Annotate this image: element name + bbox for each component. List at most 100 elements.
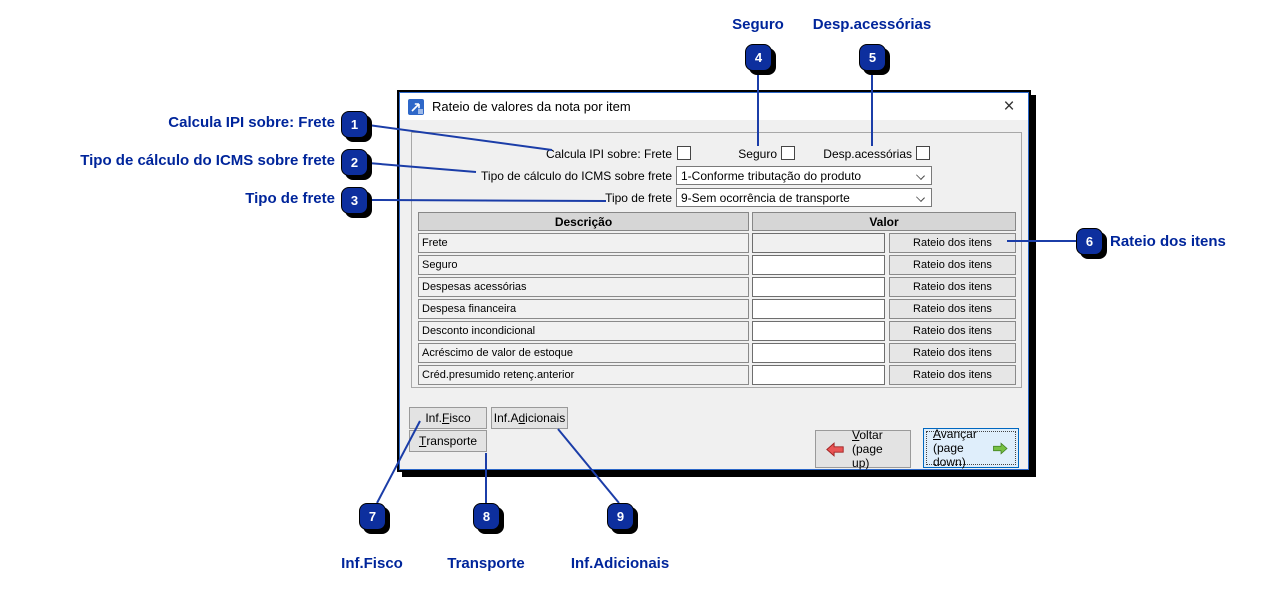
row-value-input[interactable]	[752, 343, 885, 363]
row-label: Despesa financeira	[418, 299, 749, 319]
window-title: Rateio de valores da nota por item	[432, 99, 631, 114]
values-table: Descrição Valor Frete Rateio dos itens S…	[418, 212, 1018, 387]
badge-number: 4	[754, 50, 763, 65]
annotation-badge-4: 4	[745, 44, 772, 71]
button-sublabel: (page up)	[852, 442, 883, 470]
row-value-input[interactable]	[752, 277, 885, 297]
annotation-badge-1: 1	[341, 111, 368, 138]
avancar-label: Avançar (page down)	[933, 427, 985, 469]
rateio-dos-itens-button[interactable]: Rateio dos itens	[889, 277, 1016, 297]
green-right-arrow-icon	[993, 441, 1009, 455]
table-row: Frete Rateio dos itens	[418, 233, 1018, 253]
checkbox-label-seguro: Seguro	[738, 147, 777, 161]
button-label-part: ransporte	[426, 434, 478, 448]
annotation-badge-6: 6	[1076, 228, 1103, 255]
button-label-part: isco	[449, 411, 471, 425]
button-label-part: icionais	[525, 411, 566, 425]
table-row: Despesa financeira Rateio dos itens	[418, 299, 1018, 319]
select-label-tipo-calculo-icms: Tipo de cálculo do ICMS sobre frete	[481, 169, 672, 183]
annotation-badge-5: 5	[859, 44, 886, 71]
table-row: Créd.presumido retenç.anterior Rateio do…	[418, 365, 1018, 385]
annotation-badge-3: 3	[341, 187, 368, 214]
checkbox-seguro[interactable]	[781, 146, 795, 160]
button-label-part: oltar	[859, 428, 883, 442]
avancar-button[interactable]: Avançar (page down)	[923, 427, 1019, 469]
button-label-part: V	[852, 428, 860, 442]
annotation-label-5: Desp.acessórias	[812, 16, 932, 33]
button-label-part: vançar	[940, 427, 977, 441]
row-label: Créd.presumido retenç.anterior	[418, 365, 749, 385]
badge-number: 6	[1085, 234, 1094, 249]
column-header-descricao: Descrição	[418, 212, 749, 231]
row-value-input[interactable]	[752, 299, 885, 319]
button-label-part: Inf.A	[493, 411, 519, 425]
button-label-part: A	[933, 427, 941, 441]
row-label: Despesas acessórias	[418, 277, 749, 297]
column-header-valor: Valor	[752, 212, 1016, 231]
rateio-dos-itens-button[interactable]: Rateio dos itens	[889, 343, 1016, 363]
annotation-label-2: Tipo de cálculo do ICMS sobre frete	[80, 152, 335, 169]
select-tipo-calculo-icms[interactable]: 1-Conforme tributação do produto	[676, 166, 932, 185]
annotation-label-8: Transporte	[447, 555, 525, 572]
button-label-part: F	[442, 411, 450, 425]
button-sublabel: (page down)	[933, 441, 966, 469]
rateio-dos-itens-button[interactable]: Rateio dos itens	[889, 321, 1016, 341]
select-label-tipo-frete: Tipo de frete	[605, 191, 672, 205]
badge-number: 5	[868, 50, 877, 65]
row-value-input[interactable]	[752, 365, 885, 385]
annotation-label-4: Seguro	[732, 16, 784, 33]
badge-number: 8	[482, 509, 491, 524]
row-label: Desconto incondicional	[418, 321, 749, 341]
row-value-input[interactable]	[752, 233, 885, 253]
voltar-button[interactable]: Voltar (page up)	[815, 428, 911, 470]
annotation-label-3: Tipo de frete	[245, 190, 335, 207]
checkbox-desp-acessorias[interactable]	[916, 146, 930, 160]
annotation-label-1: Calcula IPI sobre: Frete	[168, 114, 335, 131]
voltar-label: Voltar (page up)	[852, 428, 901, 470]
button-label-part: d	[518, 411, 526, 425]
select-tipo-frete[interactable]: 9-Sem ocorrência de transporte	[676, 188, 932, 207]
table-row: Acréscimo de valor de estoque Rateio dos…	[418, 343, 1018, 363]
row-label: Seguro	[418, 255, 749, 275]
checkbox-label-calcula-ipi: Calcula IPI sobre: Frete	[545, 147, 672, 161]
checkbox-calcula-ipi-frete[interactable]	[677, 146, 691, 160]
button-label-part: Inf.	[425, 411, 442, 425]
checkbox-label-desp-acessorias: Desp.acessórias	[823, 147, 912, 161]
annotation-label-6: Rateio dos itens	[1110, 233, 1226, 250]
app-icon	[408, 98, 424, 115]
badge-number: 1	[350, 117, 359, 132]
annotation-badge-2: 2	[341, 149, 368, 176]
annotation-label-9: Inf.Adicionais	[570, 555, 670, 572]
badge-number: 9	[616, 509, 625, 524]
chevron-down-icon	[916, 171, 925, 180]
badge-number: 2	[350, 155, 359, 170]
annotation-label-7: Inf.Fisco	[341, 555, 403, 572]
dialog-body: Calcula IPI sobre: Frete Seguro Desp.ace…	[400, 120, 1028, 470]
red-left-arrow-icon	[826, 441, 844, 457]
rateio-dos-itens-button[interactable]: Rateio dos itens	[889, 255, 1016, 275]
table-header-row: Descrição Valor	[418, 212, 1018, 231]
annotation-badge-9: 9	[607, 503, 634, 530]
select-value: 9-Sem ocorrência de transporte	[681, 190, 850, 205]
row-value-input[interactable]	[752, 321, 885, 341]
badge-number: 7	[368, 509, 377, 524]
chevron-down-icon	[916, 193, 925, 202]
close-icon[interactable]: ×	[1003, 95, 1015, 117]
row-value-input[interactable]	[752, 255, 885, 275]
rateio-dos-itens-button[interactable]: Rateio dos itens	[889, 299, 1016, 319]
table-row: Seguro Rateio dos itens	[418, 255, 1018, 275]
row-label: Frete	[418, 233, 749, 253]
rateio-dos-itens-button[interactable]: Rateio dos itens	[889, 233, 1016, 253]
select-value: 1-Conforme tributação do produto	[681, 168, 862, 183]
titlebar: Rateio de valores da nota por item ×	[400, 93, 1028, 120]
rateio-dos-itens-button[interactable]: Rateio dos itens	[889, 365, 1016, 385]
main-panel: Calcula IPI sobre: Frete Seguro Desp.ace…	[411, 132, 1022, 388]
annotation-badge-8: 8	[473, 503, 500, 530]
table-row: Desconto incondicional Rateio dos itens	[418, 321, 1018, 341]
row-label: Acréscimo de valor de estoque	[418, 343, 749, 363]
annotation-badge-7: 7	[359, 503, 386, 530]
